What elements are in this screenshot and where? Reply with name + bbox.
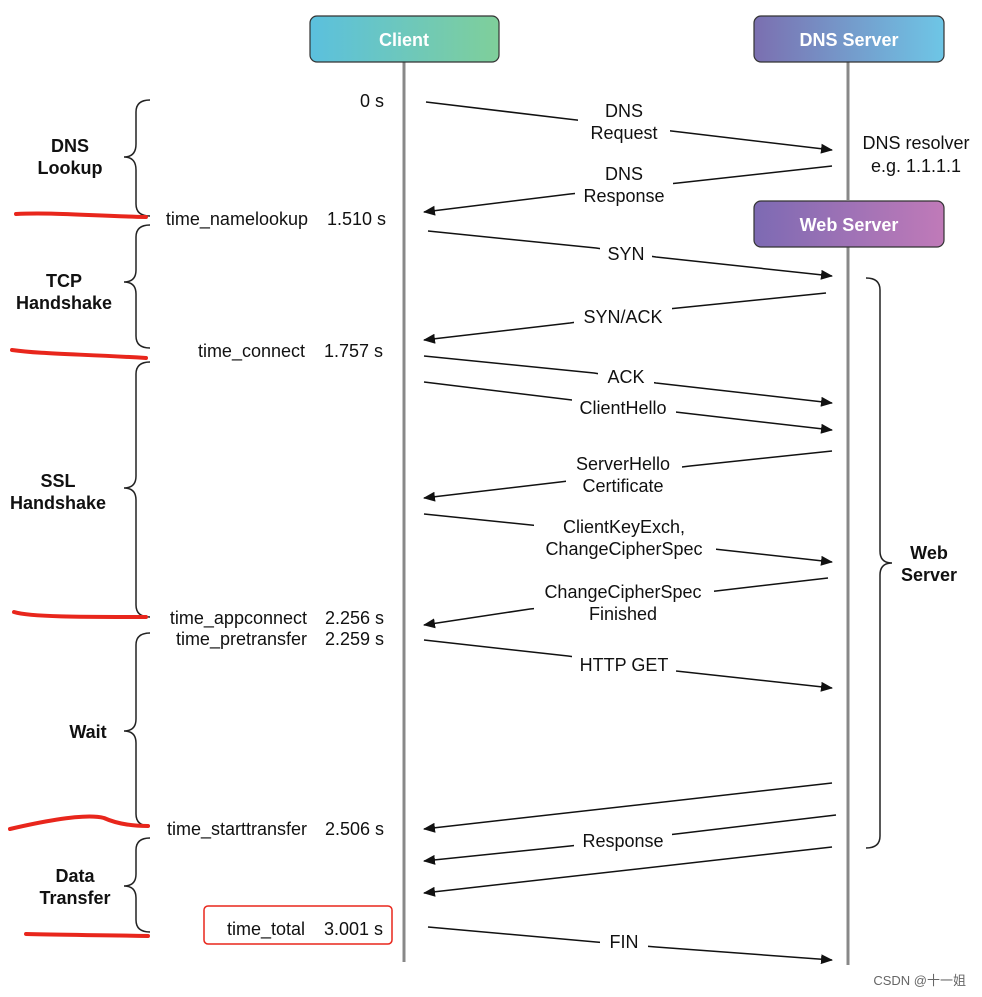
red-mark-appconnect — [12, 610, 148, 619]
dns-resolver-address: e.g. 1.1.1.1 — [871, 156, 961, 176]
red-mark-connect — [10, 348, 148, 360]
msg-dns-response-line1: DNS — [605, 164, 643, 184]
web-server-brace — [865, 277, 893, 849]
web-server-header: Web Server — [753, 200, 945, 248]
phase-ssl-handshake-line1: SSL — [40, 471, 75, 491]
red-mark-namelookup — [14, 211, 148, 219]
msg-dns-request-line1: DNS — [605, 101, 643, 121]
dns-server-header: DNS Server — [753, 15, 945, 63]
msg-response: Response — [582, 831, 663, 851]
msg-client-key-exch-line1: ClientKeyExch, — [563, 517, 685, 537]
timing-pretransfer-name: time_pretransfer — [176, 629, 307, 650]
msg-server-hello-line2: Certificate — [582, 476, 663, 496]
time-total-highlight-box — [203, 905, 393, 945]
red-mark-total — [24, 932, 150, 938]
msg-dns-response-line2: Response — [583, 186, 664, 206]
timing-namelookup-value: 1.510 s — [327, 209, 386, 229]
msg-fin: FIN — [610, 932, 639, 952]
msg-http-get: HTTP GET — [580, 655, 669, 675]
timing-total-name: time_total — [227, 919, 305, 940]
timing-starttransfer-value: 2.506 s — [325, 819, 384, 839]
web-server-header-label: Web Server — [800, 215, 899, 235]
red-mark-starttransfer — [8, 814, 150, 831]
msg-syn: SYN — [607, 244, 644, 264]
dns-lookup-brace — [123, 99, 151, 217]
msg-server-hello-line1: ServerHello — [576, 454, 670, 474]
web-server-brace-label-line2: Server — [901, 565, 957, 585]
dns-server-header-label: DNS Server — [799, 30, 898, 50]
timing-appconnect-name: time_appconnect — [170, 608, 307, 629]
timing-appconnect-value: 2.256 s — [325, 608, 384, 628]
client-header-label: Client — [379, 30, 429, 50]
phase-tcp-handshake-line1: TCP — [46, 271, 82, 291]
timing-connect-name: time_connect — [198, 341, 305, 362]
msg-ack: ACK — [607, 367, 644, 387]
msg-change-cipher-spec-line1: ChangeCipherSpec — [544, 582, 701, 602]
tcp-handshake-brace — [123, 224, 151, 349]
msg-change-cipher-spec-line2: Finished — [589, 604, 657, 624]
phase-ssl-handshake-line2: Handshake — [10, 493, 106, 513]
phase-wait: Wait — [69, 722, 106, 742]
phase-data-transfer-line1: Data — [55, 866, 95, 886]
dns-resolver-label: DNS resolver — [862, 133, 969, 153]
phase-dns-lookup-line2: Lookup — [38, 158, 103, 178]
arrow-response-3 — [423, 846, 833, 897]
msg-client-hello: ClientHello — [579, 398, 666, 418]
watermark: CSDN @十一姐 — [873, 973, 966, 988]
ssl-handshake-brace — [123, 361, 151, 618]
client-header: Client — [309, 15, 500, 63]
message-labels: DNS Request DNS Response SYN SYN/ACK ACK… — [534, 99, 716, 954]
timing-namelookup-name: time_namelookup — [166, 209, 308, 230]
timing-connect-value: 1.757 s — [324, 341, 383, 361]
timing-total-value: 3.001 s — [324, 919, 383, 939]
phase-data-transfer-line2: Transfer — [39, 888, 110, 908]
timing-starttransfer-name: time_starttransfer — [167, 819, 307, 840]
msg-dns-request-line2: Request — [590, 123, 657, 143]
phase-dns-lookup-line1: DNS — [51, 136, 89, 156]
msg-syn-ack: SYN/ACK — [583, 307, 662, 327]
wait-brace — [123, 632, 151, 827]
timing-start-value: 0 s — [360, 91, 384, 111]
data-transfer-brace — [123, 837, 151, 933]
phase-tcp-handshake-line2: Handshake — [16, 293, 112, 313]
web-server-brace-label-line1: Web — [910, 543, 948, 563]
arrow-response-1 — [423, 782, 833, 833]
timing-pretransfer-value: 2.259 s — [325, 629, 384, 649]
msg-client-key-exch-line2: ChangeCipherSpec — [545, 539, 702, 559]
